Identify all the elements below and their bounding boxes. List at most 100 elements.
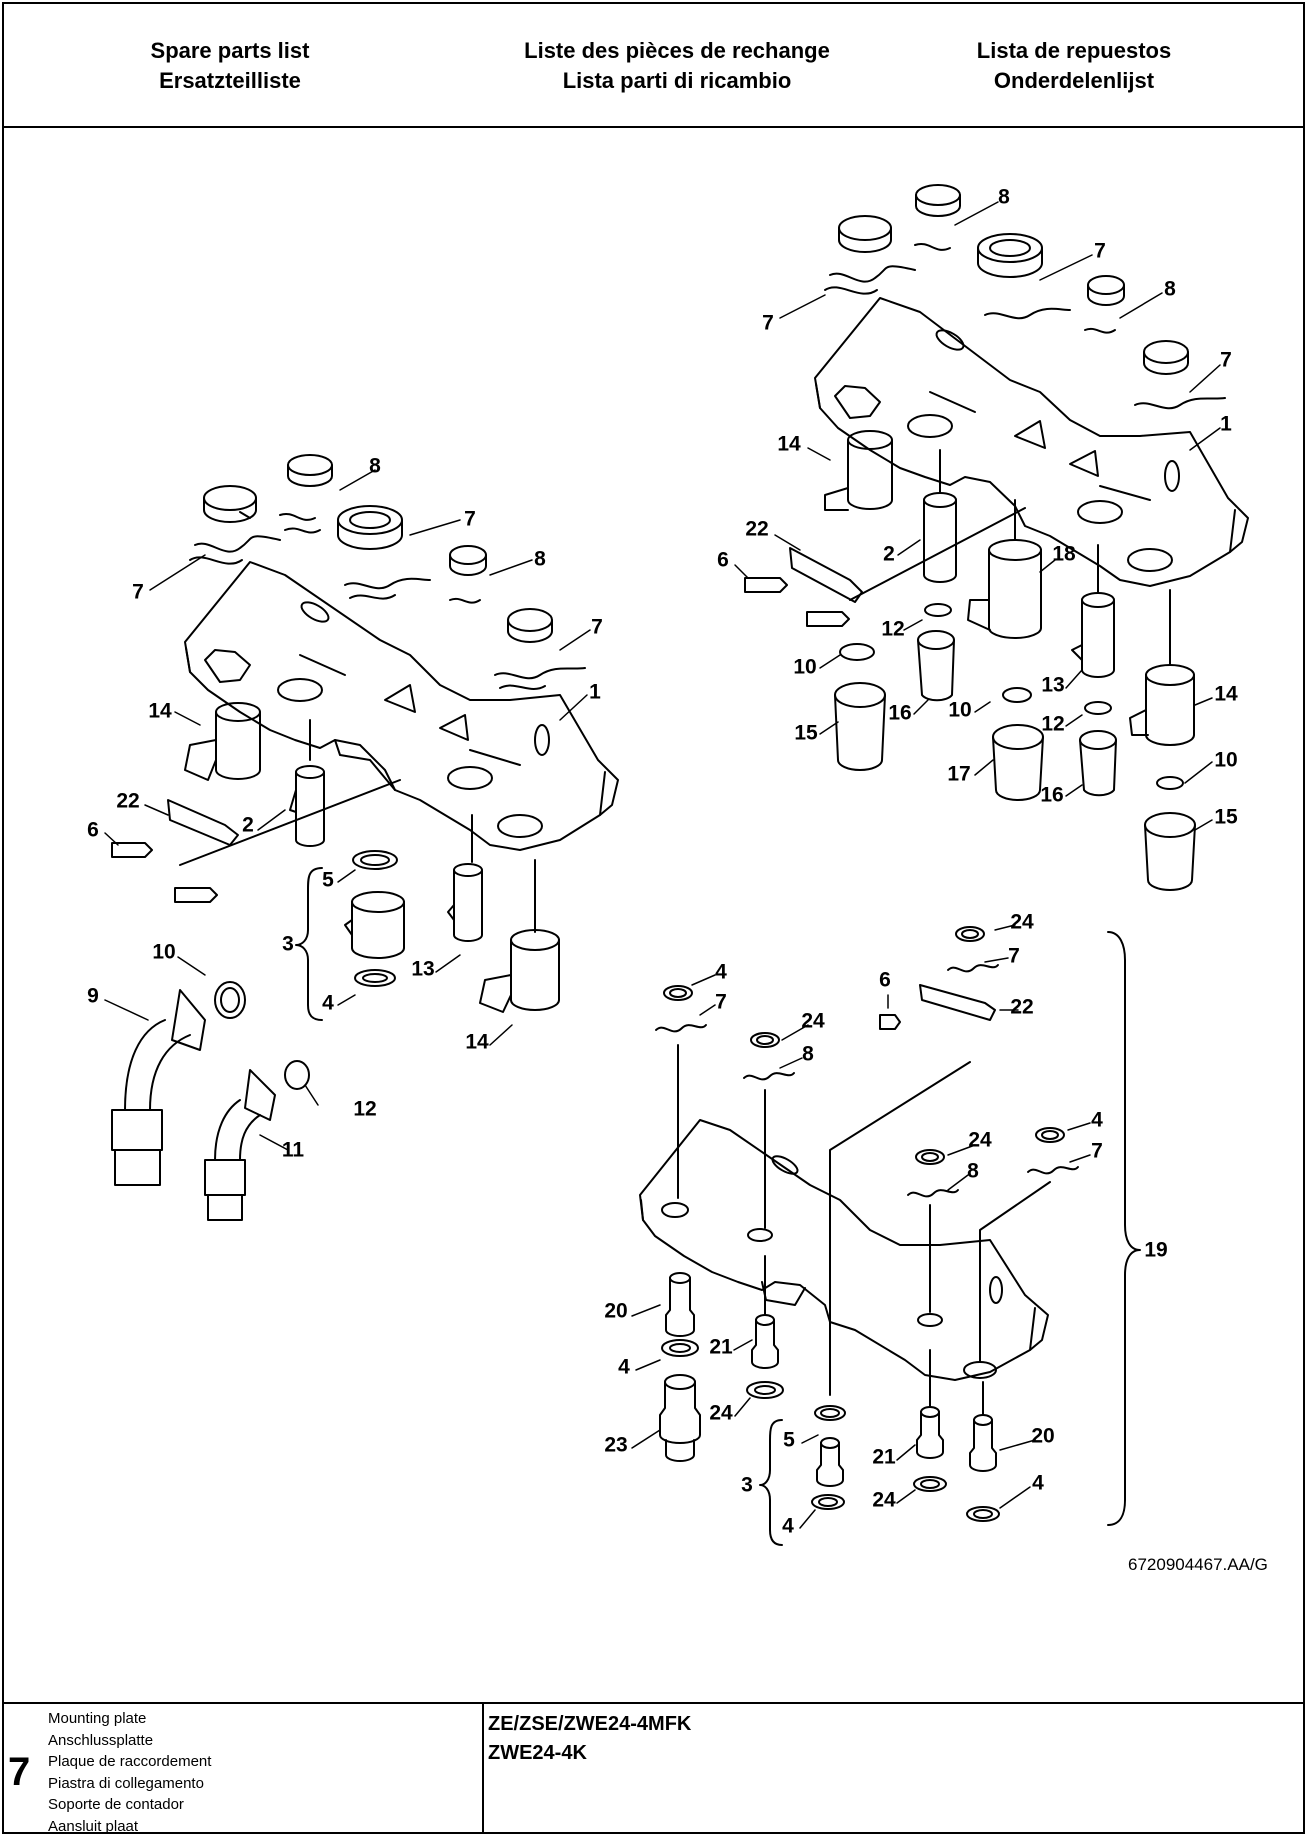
callout-label: 13 bbox=[411, 958, 434, 981]
callout-label: 5 bbox=[783, 1429, 795, 1452]
callout-label: 10 bbox=[793, 656, 816, 679]
callout-label: 10 bbox=[948, 699, 971, 722]
header-spanish-dutch: Lista de repuestos Onderdelenlijst bbox=[864, 36, 1284, 96]
right-bottom-mounting-plate bbox=[639, 1119, 1049, 1381]
left-pipes bbox=[111, 981, 310, 1221]
callout-label: 24 bbox=[872, 1489, 896, 1512]
callout-label: 16 bbox=[888, 702, 911, 725]
page-footer: 7 Mounting plate Anschlussplatte Plaque … bbox=[2, 1702, 1305, 1835]
model-name: ZWE24-4K bbox=[488, 1742, 587, 1764]
figure-number: 7 bbox=[8, 1750, 31, 1794]
header-title-it: Lista parti di ricambio bbox=[562, 68, 792, 93]
footer-divider bbox=[482, 1704, 484, 1834]
callout-label: 13 bbox=[1041, 674, 1064, 697]
callout-label: 1 bbox=[1220, 413, 1232, 436]
part-name-de: Anschlussplatte bbox=[48, 1731, 154, 1749]
callout-label: 6 bbox=[87, 819, 99, 842]
document-number: 6720904467.AA/G bbox=[1128, 1555, 1268, 1574]
model-list: ZE/ZSE/ZWE24-4MFK ZWE24-4K bbox=[488, 1710, 691, 1768]
callout-label: 4 bbox=[715, 961, 727, 984]
header-title-nl: Onderdelenlijst bbox=[993, 68, 1155, 93]
callout-label: 4 bbox=[1032, 1472, 1044, 1495]
left-fittings bbox=[111, 702, 560, 1013]
callout-label: 10 bbox=[1214, 749, 1237, 772]
callout-label: 20 bbox=[604, 1300, 627, 1323]
callout-label: 7 bbox=[715, 991, 727, 1014]
right-top-fittings bbox=[744, 430, 1196, 891]
callout-label: 7 bbox=[1008, 945, 1020, 968]
callout-label: 3 bbox=[282, 933, 294, 956]
right-top-leader-lines bbox=[734, 201, 1221, 831]
callout-label: 8 bbox=[1164, 278, 1176, 301]
callout-label: 15 bbox=[1214, 806, 1238, 829]
callout-label: 4 bbox=[322, 992, 334, 1015]
callout-label: 12 bbox=[353, 1098, 376, 1121]
callout-label: 22 bbox=[1010, 996, 1033, 1019]
header-title-de: Ersatzteilliste bbox=[159, 68, 301, 93]
callout-label: 3 bbox=[741, 1474, 753, 1497]
callout-label: 8 bbox=[802, 1043, 814, 1066]
right-top-mounting-plate bbox=[814, 297, 1249, 587]
callout-label: 11 bbox=[282, 1139, 305, 1162]
left-bracket-3 bbox=[295, 867, 323, 1021]
callout-label: 14 bbox=[777, 433, 801, 456]
right-bottom-bracket-3 bbox=[759, 1419, 783, 1546]
callout-label: 6 bbox=[879, 969, 891, 992]
header-title-fr: Liste des pièces de rechange bbox=[524, 38, 830, 63]
right-bottom-parts bbox=[655, 926, 1079, 1522]
callout-label: 22 bbox=[745, 518, 768, 541]
right-bottom-leader-lines bbox=[631, 924, 1091, 1529]
part-name-es: Soporte de contador bbox=[48, 1796, 184, 1814]
header-title-es: Lista de repuestos bbox=[976, 38, 1172, 63]
header-french-italian: Liste des pièces de rechange Lista parti… bbox=[467, 36, 887, 96]
callout-label: 6 bbox=[717, 549, 729, 572]
callout-label: 14 bbox=[465, 1031, 489, 1054]
callout-label: 21 bbox=[872, 1446, 896, 1469]
callout-label: 24 bbox=[709, 1402, 733, 1425]
callout-label: 14 bbox=[1214, 683, 1238, 706]
callout-label: 7 bbox=[1220, 349, 1232, 372]
part-name-fr: Plaque de raccordement bbox=[48, 1753, 212, 1771]
part-group-names: Mounting plate Anschlussplatte Plaque de… bbox=[48, 1708, 211, 1838]
callout-label: 7 bbox=[591, 616, 603, 639]
callout-label: 10 bbox=[152, 941, 175, 964]
callout-label: 8 bbox=[534, 548, 546, 571]
part-name-en: Mounting plate bbox=[48, 1710, 147, 1727]
callout-label: 15 bbox=[794, 722, 818, 745]
callout-label: 24 bbox=[968, 1129, 992, 1152]
model-name: ZE/ZSE/ZWE24-4MFK bbox=[488, 1713, 692, 1735]
callout-label: 5 bbox=[322, 869, 334, 892]
left-leader-lines bbox=[104, 469, 591, 1151]
right-top-caps-and-clips bbox=[824, 184, 1226, 410]
part-name-nl: Aansluit plaat bbox=[48, 1817, 139, 1835]
callout-label: 8 bbox=[967, 1160, 979, 1183]
callout-label: 16 bbox=[1040, 784, 1063, 807]
callout-label: 7 bbox=[1091, 1140, 1103, 1163]
callout-label: 24 bbox=[1010, 911, 1034, 934]
callout-label: 12 bbox=[1041, 713, 1064, 736]
callout-label: 19 bbox=[1144, 1239, 1167, 1262]
callout-label: 1 bbox=[589, 681, 601, 704]
left-mounting-plate bbox=[184, 561, 619, 851]
callout-label: 8 bbox=[998, 186, 1010, 209]
header-english-german: Spare parts list Ersatzteilliste bbox=[20, 36, 440, 96]
callout-label: 7 bbox=[1094, 240, 1106, 263]
callout-label: 18 bbox=[1052, 543, 1076, 566]
callout-label: 17 bbox=[947, 763, 970, 786]
page-header: Spare parts list Ersatzteilliste Liste d… bbox=[2, 2, 1305, 128]
left-caps-and-clips bbox=[189, 454, 586, 690]
header-title-en: Spare parts list bbox=[150, 38, 310, 63]
callout-label: 2 bbox=[883, 543, 895, 566]
callout-label: 22 bbox=[116, 790, 139, 813]
part-name-it: Piastra di collegamento bbox=[48, 1774, 204, 1792]
right-bracket-19 bbox=[1107, 931, 1141, 1526]
callout-label: 23 bbox=[604, 1434, 627, 1457]
callout-label: 4 bbox=[1091, 1109, 1103, 1132]
callout-label: 7 bbox=[464, 508, 476, 531]
callout-label: 24 bbox=[801, 1010, 825, 1033]
callout-label: 4 bbox=[782, 1515, 794, 1538]
callout-label: 20 bbox=[1031, 1425, 1054, 1448]
callout-label: 9 bbox=[87, 985, 99, 1008]
